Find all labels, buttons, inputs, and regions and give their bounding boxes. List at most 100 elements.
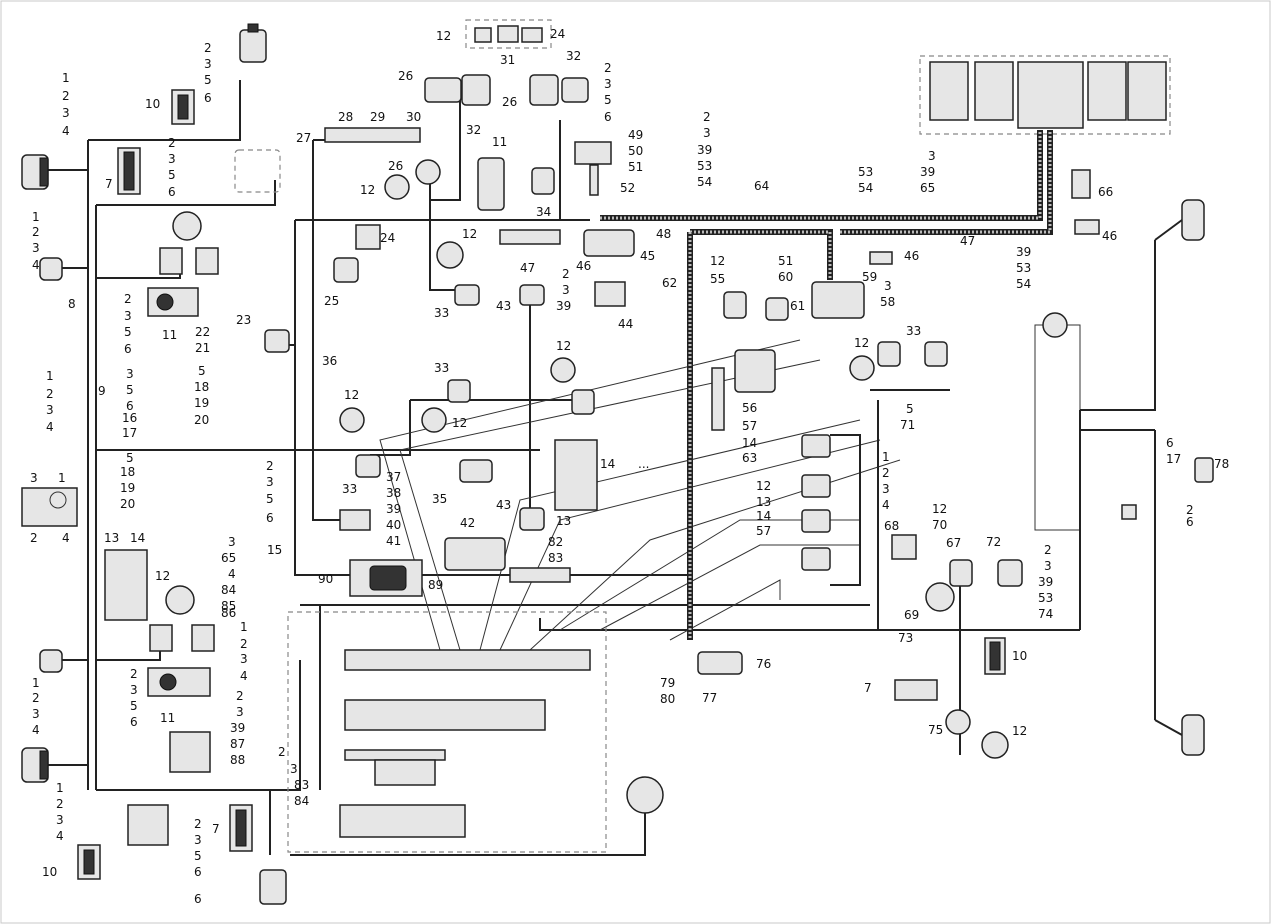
top-center-cluster bbox=[424, 19, 589, 106]
callout-label-22: 22 bbox=[195, 325, 210, 339]
callout-label-10: 10 bbox=[145, 97, 160, 111]
callout-label-53: 53 bbox=[697, 159, 712, 173]
callout-label-13: 13 bbox=[756, 495, 771, 509]
relay-44 bbox=[594, 281, 626, 307]
callout-label-10: 10 bbox=[42, 865, 57, 879]
fuse-row-2 bbox=[344, 699, 546, 731]
lamp-round-right bbox=[1042, 312, 1068, 338]
sensor-33-upper bbox=[447, 379, 471, 403]
fuse-row-3 bbox=[344, 749, 446, 761]
lamp-26-right bbox=[529, 74, 559, 106]
callout-label-54: 54 bbox=[697, 175, 712, 189]
fuse-row-1 bbox=[344, 649, 591, 671]
callout-label-6: 6 bbox=[130, 715, 138, 729]
callout-label-3: 3 bbox=[30, 471, 38, 485]
callout-label-3: 3 bbox=[32, 241, 40, 255]
sensor-33-right-1 bbox=[877, 341, 901, 367]
relay-66 bbox=[1071, 169, 1091, 199]
main-harness-right bbox=[600, 130, 1053, 640]
callout-label-8: 8 bbox=[68, 297, 76, 311]
callout-label-39: 39 bbox=[230, 721, 245, 735]
callout-label-2: 2 bbox=[882, 466, 890, 480]
callout-label-1: 1 bbox=[882, 450, 890, 464]
callout-label-4: 4 bbox=[56, 829, 64, 843]
callout-label-84: 84 bbox=[294, 794, 309, 808]
callout-label-6: 6 bbox=[204, 91, 212, 105]
callout-label-12: 12 bbox=[854, 336, 869, 350]
callout-label-59: 59 bbox=[862, 270, 877, 284]
wiper-switch bbox=[127, 804, 169, 846]
callout-label-3: 3 bbox=[884, 279, 892, 293]
sensor-68 bbox=[891, 534, 917, 560]
top-horn bbox=[239, 23, 267, 63]
gauge-central bbox=[1017, 61, 1084, 129]
callout-label-15: 15 bbox=[267, 543, 282, 557]
dashed-group-31 bbox=[465, 19, 552, 49]
callout-label-2: 2 bbox=[46, 387, 54, 401]
callout-label-3: 3 bbox=[236, 705, 244, 719]
callout-label-46: 46 bbox=[576, 259, 591, 273]
callout-label-33: 33 bbox=[434, 306, 449, 320]
indicator-12-right bbox=[550, 357, 576, 383]
callout-label-27: 27 bbox=[296, 131, 311, 145]
horn-round bbox=[626, 776, 664, 814]
callout-label-12: 12 bbox=[710, 254, 725, 268]
bulb-holder-icon bbox=[149, 624, 173, 652]
callout-label-3: 3 bbox=[130, 683, 138, 697]
callout-label-11: 11 bbox=[160, 711, 175, 725]
callout-label-6: 6 bbox=[168, 185, 176, 199]
callout-label-3: 3 bbox=[62, 106, 70, 120]
callout-label-89: 89 bbox=[428, 578, 443, 592]
callout-label-18: 18 bbox=[120, 465, 135, 479]
callout-label-54: 54 bbox=[858, 181, 873, 195]
unit-56 bbox=[734, 349, 776, 393]
callout-label-3: 3 bbox=[56, 813, 64, 827]
callout-label-3: 3 bbox=[290, 762, 298, 776]
callout-label-61: 61 bbox=[790, 299, 805, 313]
switch-11-lower bbox=[147, 667, 211, 697]
callout-label-53: 53 bbox=[1016, 261, 1031, 275]
callout-label-26: 26 bbox=[398, 69, 413, 83]
callout-label-57: 57 bbox=[756, 524, 771, 538]
callout-label-24: 24 bbox=[550, 27, 565, 41]
callout-label-69: 69 bbox=[904, 608, 919, 622]
connector-12-top bbox=[474, 27, 492, 43]
callout-label-5: 5 bbox=[126, 451, 134, 465]
callout-label-33: 33 bbox=[906, 324, 921, 338]
callout-label-65: 65 bbox=[920, 181, 935, 195]
left-harness bbox=[48, 80, 540, 855]
callout-label-52: 52 bbox=[620, 181, 635, 195]
horn-right-lower bbox=[1181, 714, 1205, 756]
wire-horn-upper bbox=[1154, 219, 1183, 241]
callout-label-36: 36 bbox=[322, 354, 337, 368]
callout-label-70: 70 bbox=[932, 518, 947, 532]
callout-label-43: 43 bbox=[496, 498, 511, 512]
callout-label-6: 6 bbox=[604, 110, 612, 124]
connector-24 bbox=[355, 224, 381, 250]
callout-label-7: 7 bbox=[105, 177, 113, 191]
callout-label-12: 12 bbox=[462, 227, 477, 241]
callout-label-3: 3 bbox=[204, 57, 212, 71]
sensor-67 bbox=[949, 559, 973, 587]
bottom-right-wire bbox=[539, 618, 1080, 631]
callout-label-5: 5 bbox=[906, 402, 914, 416]
left-lamp-upper bbox=[21, 154, 49, 190]
callout-label-12: 12 bbox=[436, 29, 451, 43]
callout-label-11: 11 bbox=[492, 135, 507, 149]
indicator-12-mid-left bbox=[339, 407, 365, 433]
callout-label-5: 5 bbox=[198, 364, 206, 378]
lamp-26-left bbox=[424, 77, 462, 103]
callout-label-3: 3 bbox=[126, 367, 134, 381]
indicator-12-mid bbox=[421, 407, 447, 433]
callout-label-14: 14 bbox=[130, 531, 145, 545]
callout-label-3: 3 bbox=[240, 652, 248, 666]
relay-34 bbox=[531, 167, 555, 195]
callout-label-18: 18 bbox=[194, 380, 209, 394]
sensor-72 bbox=[997, 559, 1023, 587]
callout-label-dots: ... bbox=[638, 457, 649, 471]
callout-label-6: 6 bbox=[1186, 515, 1194, 529]
relay-61 bbox=[765, 297, 789, 321]
callout-label-3: 3 bbox=[46, 403, 54, 417]
callout-label-37: 37 bbox=[386, 470, 401, 484]
sensor-25 bbox=[333, 257, 359, 283]
